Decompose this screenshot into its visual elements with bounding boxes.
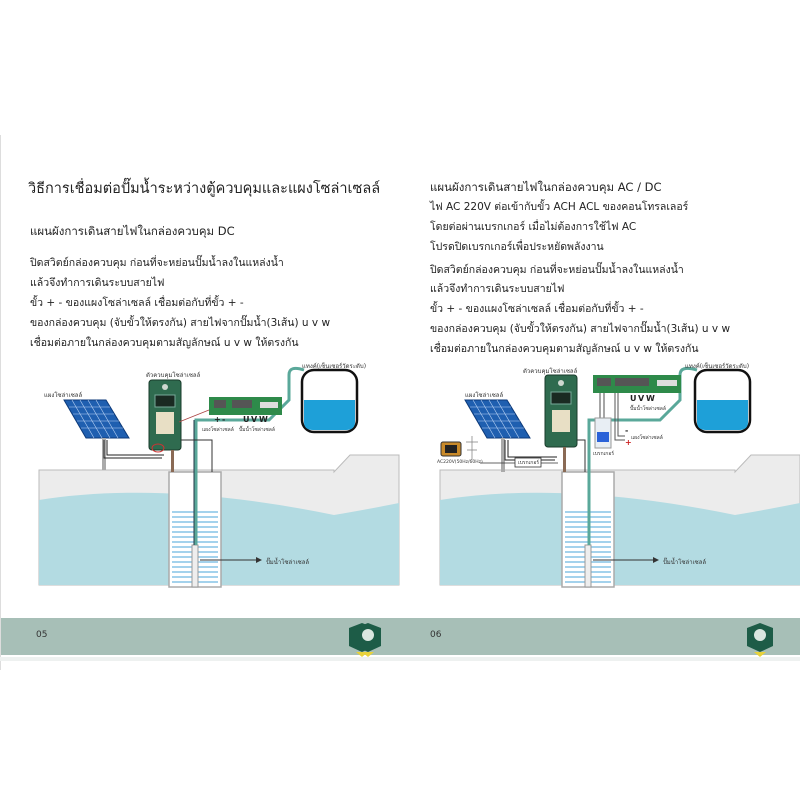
- page-06: แผนผังการเดินสายไฟในกล่องควบคุม AC / DC …: [355, 135, 800, 670]
- ac-breaker-box: [514, 457, 542, 468]
- instruction-line: ปิดสวิตย์กล่องควบคุม ก่อนที่จะหย่อนปั๊มน…: [430, 264, 684, 276]
- terminal-w: W: [646, 394, 655, 403]
- legento-logo-icon: [747, 623, 773, 657]
- instruction-line: แล้วจึงทำการเดินระบบสายไฟ: [430, 283, 565, 295]
- section-subtitle: แผนผังการเดินสายไฟในกล่องควบคุม AC / DC: [430, 180, 662, 194]
- dc-wiring-diagram: แผงโซล่าเซลล์ ตัวควบคุมโซล่าเซลล์ แทงค์(…: [34, 360, 404, 600]
- solar-controller: [544, 374, 578, 472]
- solar-panel: [63, 399, 130, 470]
- controller-label: ตัวควบคุมโซล่าเซลล์: [146, 372, 201, 379]
- instruction-line: ไฟ AC 220V ต่อเข้ากับขั้ว ACH ACL ของคอน…: [430, 201, 689, 213]
- breaker: [594, 393, 612, 449]
- terminal-minus: -: [222, 415, 226, 424]
- instruction-line: ขั้ว + - ของแผงโซล่าเซลล์ เชื่อมต่อกับที…: [430, 303, 644, 315]
- page-footer: 06: [355, 618, 800, 657]
- power-pylon: [466, 436, 478, 460]
- instruction-line: แล้วจึงทำการเดินระบบสายไฟ: [30, 277, 165, 289]
- instruction-line: เชื่อมต่อภายในกล่องควบคุมตามสัญลักษณ์ u …: [30, 337, 299, 349]
- page-title: วิธีการเชื่อมต่อปั๊มน้ำระหว่างตู้ควบคุมแ…: [28, 181, 381, 197]
- terminal-plus: +: [625, 438, 632, 447]
- tank-water: [304, 400, 355, 430]
- controller-to-well: [181, 439, 213, 472]
- solar-wires: [103, 440, 164, 459]
- generator: [440, 441, 462, 457]
- terminal-pump-label: ปั๊มน้ำโซล่าเซลล์: [630, 406, 666, 412]
- breaker-label: เบรกเกอร์: [593, 451, 615, 457]
- tank-label: แทงค์(เซ็นเซอร์วัดระดับ): [302, 363, 367, 370]
- acdc-wiring-diagram: แผงโซล่าเซลล์ ตัวควบคุมโซล่าเซลล์ แทงค์(…: [435, 360, 800, 600]
- diagram-graphic: [439, 366, 800, 588]
- water-pipe: [587, 366, 698, 545]
- terminal-w: W: [259, 415, 268, 424]
- terminal-v: V: [251, 415, 258, 424]
- terminal-solar-label: แผงโซล่าเซลล์: [631, 435, 663, 441]
- terminal-pump-label: ปั๊มน้ำโซล่าเซลล์: [239, 427, 275, 433]
- terminal-u: U: [630, 394, 637, 403]
- terminal-u: U: [243, 415, 250, 424]
- diagram-graphic: [38, 366, 400, 588]
- ac-source-label: AC220V(50Hz/60Hz): [437, 460, 483, 465]
- terminal-block: [178, 397, 282, 423]
- instruction-line: โปรดปิดเบรกเกอร์เพื่อประหยัดพลังงาน: [430, 241, 604, 253]
- ac-breaker-box-label: เบรกเกอร์: [518, 460, 540, 466]
- solar-panel-label: แผงโซล่าเซลล์: [465, 392, 504, 399]
- page-number: 05: [36, 630, 48, 640]
- instruction-line: ปิดสวิตย์กล่องควบคุม ก่อนที่จะหย่อนปั๊มน…: [30, 257, 284, 269]
- solar-terminal-wires: [614, 393, 625, 441]
- page-number: 06: [430, 630, 442, 640]
- pump-label: ปั๊มน้ำโซล่าเซลล์: [266, 559, 310, 566]
- solar-panel: [464, 399, 531, 472]
- instruction-line: ของกล่องควบคุม (จับขั้วให้ตรงกัน) สายไฟจ…: [30, 317, 331, 329]
- instruction-line: ขั้ว + - ของแผงโซล่าเซลล์ เชื่อมต่อกับที…: [30, 297, 244, 309]
- page-05: วิธีการเชื่อมต่อปั๊มน้ำระหว่างตู้ควบคุมแ…: [0, 135, 400, 670]
- page-footer: 05: [1, 618, 400, 657]
- instruction-line: เชื่อมต่อภายในกล่องควบคุมตามสัญลักษณ์ u …: [430, 343, 699, 355]
- controller-to-well: [577, 439, 586, 472]
- solar-controller: [148, 379, 182, 472]
- footer-shadow: [0, 657, 800, 661]
- tank-label: แทงค์(เซ็นเซอร์วัดระดับ): [685, 363, 750, 370]
- terminal-minus: -: [625, 426, 629, 435]
- instruction-line: ของกล่องควบคุม (จับขั้วให้ตรงกัน) สายไฟจ…: [430, 323, 731, 335]
- terminal-block: [593, 375, 681, 393]
- pump-label: ปั๊มน้ำโซล่าเซลล์: [663, 559, 707, 566]
- terminal-v: V: [638, 394, 645, 403]
- instruction-line: โดยต่อผ่านเบรกเกอร์ เมื่อไม่ต้องการใช้ไฟ…: [430, 221, 637, 233]
- section-subtitle: แผนผังการเดินสายไฟในกล่องควบคุม DC: [30, 224, 235, 238]
- solar-panel-label: แผงโซล่าเซลล์: [44, 392, 83, 399]
- terminal-plus: +: [214, 415, 221, 424]
- controller-label: ตัวควบคุมโซล่าเซลล์: [523, 368, 578, 375]
- legento-logo-icon: [355, 623, 381, 657]
- pump-body: [191, 544, 199, 588]
- groundwater: [440, 492, 800, 585]
- pump-body: [584, 544, 592, 588]
- terminal-solar-label: แผงโซล่าเซลล์: [202, 427, 234, 433]
- tank-water: [697, 400, 748, 430]
